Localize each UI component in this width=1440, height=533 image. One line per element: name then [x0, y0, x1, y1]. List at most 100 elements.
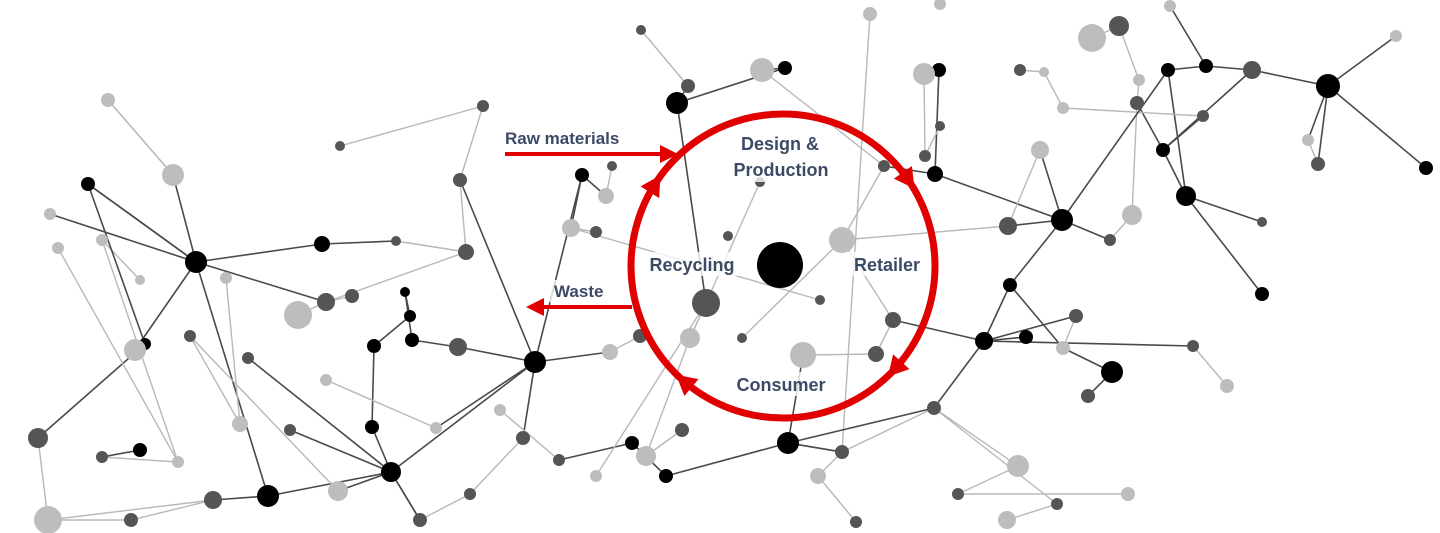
cycle-arrowhead	[676, 374, 699, 397]
network-edge	[195, 243, 323, 263]
network-node	[868, 346, 884, 362]
network-edge	[37, 343, 146, 439]
network-node	[284, 301, 312, 329]
network-node	[1161, 63, 1175, 77]
network-edge	[325, 379, 437, 429]
network-edge	[787, 354, 804, 444]
network-edge	[1009, 219, 1063, 286]
network-node	[835, 445, 849, 459]
network-node	[1133, 74, 1145, 86]
network-edge	[457, 346, 536, 363]
network-edge	[892, 319, 985, 342]
network-edge	[741, 239, 843, 339]
network-node	[1051, 209, 1073, 231]
network-edge	[640, 29, 689, 87]
network-edge	[570, 174, 583, 229]
network-edge	[957, 465, 1019, 495]
design-production-label-line1: Design &	[741, 134, 819, 154]
network-edge	[787, 407, 935, 444]
network-node	[935, 121, 945, 131]
network-node	[458, 244, 474, 260]
network-node	[242, 352, 254, 364]
design-production-label-line2: Production	[734, 160, 829, 180]
cycle-arrows	[640, 165, 915, 397]
network-node	[34, 506, 62, 533]
network-node	[1122, 205, 1142, 225]
recycling-label: Recycling	[649, 255, 734, 275]
network-node	[400, 287, 410, 297]
network-node	[314, 236, 330, 252]
network-edge	[373, 315, 411, 347]
network-edge	[419, 493, 471, 521]
network-node	[829, 227, 855, 253]
network-node	[284, 424, 296, 436]
network-node	[185, 251, 207, 273]
network-edge	[267, 471, 392, 497]
network-edge	[1009, 284, 1064, 349]
network-edge	[933, 407, 1058, 505]
network-node	[1187, 340, 1199, 352]
network-node	[607, 161, 617, 171]
network-edge	[107, 99, 174, 176]
network-edge	[101, 456, 179, 463]
network-edge	[1062, 107, 1204, 117]
network-node	[1255, 287, 1269, 301]
network-node	[815, 295, 825, 305]
raw-materials-label: Raw materials	[505, 129, 619, 148]
network-edge	[558, 442, 633, 461]
network-node	[52, 242, 64, 254]
network-node	[335, 141, 345, 151]
network-edge	[390, 361, 536, 473]
network-node	[625, 436, 639, 450]
network-node	[135, 275, 145, 285]
network-edge	[841, 225, 1009, 241]
network-edge	[983, 315, 1077, 342]
network-node	[680, 328, 700, 348]
network-edge	[1043, 71, 1064, 109]
network-node	[204, 491, 222, 509]
network-node	[257, 485, 279, 507]
network-edge	[49, 213, 197, 263]
network-edge	[645, 337, 691, 457]
network-node	[1316, 74, 1340, 98]
network-node	[405, 333, 419, 347]
network-node	[1109, 16, 1129, 36]
network-edge	[665, 442, 789, 477]
network-node	[602, 344, 618, 360]
network-node	[1056, 341, 1070, 355]
network-node	[1390, 30, 1402, 42]
network-node	[96, 234, 108, 246]
network-node	[1081, 389, 1095, 403]
network-node	[345, 289, 359, 303]
network-node	[524, 351, 546, 373]
network-node	[1220, 379, 1234, 393]
network-node	[750, 58, 774, 82]
network-node	[850, 516, 862, 528]
raw-materials-arrow	[505, 145, 678, 163]
network-edge	[47, 499, 214, 521]
network-node	[1007, 455, 1029, 477]
waste-arrow	[526, 298, 632, 316]
network-node	[1039, 67, 1049, 77]
network-node	[320, 374, 332, 386]
network-node	[449, 338, 467, 356]
network-edge	[469, 437, 524, 495]
network-edge	[289, 429, 392, 473]
network-edge	[1061, 69, 1169, 221]
network-edge	[57, 247, 179, 463]
network-node	[1156, 143, 1170, 157]
network-edge	[134, 261, 197, 351]
network-edge	[1185, 195, 1263, 295]
network-node	[464, 488, 476, 500]
network-node	[133, 443, 147, 457]
network-edge	[983, 284, 1011, 342]
network-node	[636, 25, 646, 35]
cycle-arrowhead	[893, 165, 915, 189]
network-node	[1121, 487, 1135, 501]
network-node	[590, 470, 602, 482]
network-node	[1019, 330, 1033, 344]
network-node	[1130, 96, 1144, 110]
network-node	[413, 513, 427, 527]
network-edge	[923, 73, 926, 157]
